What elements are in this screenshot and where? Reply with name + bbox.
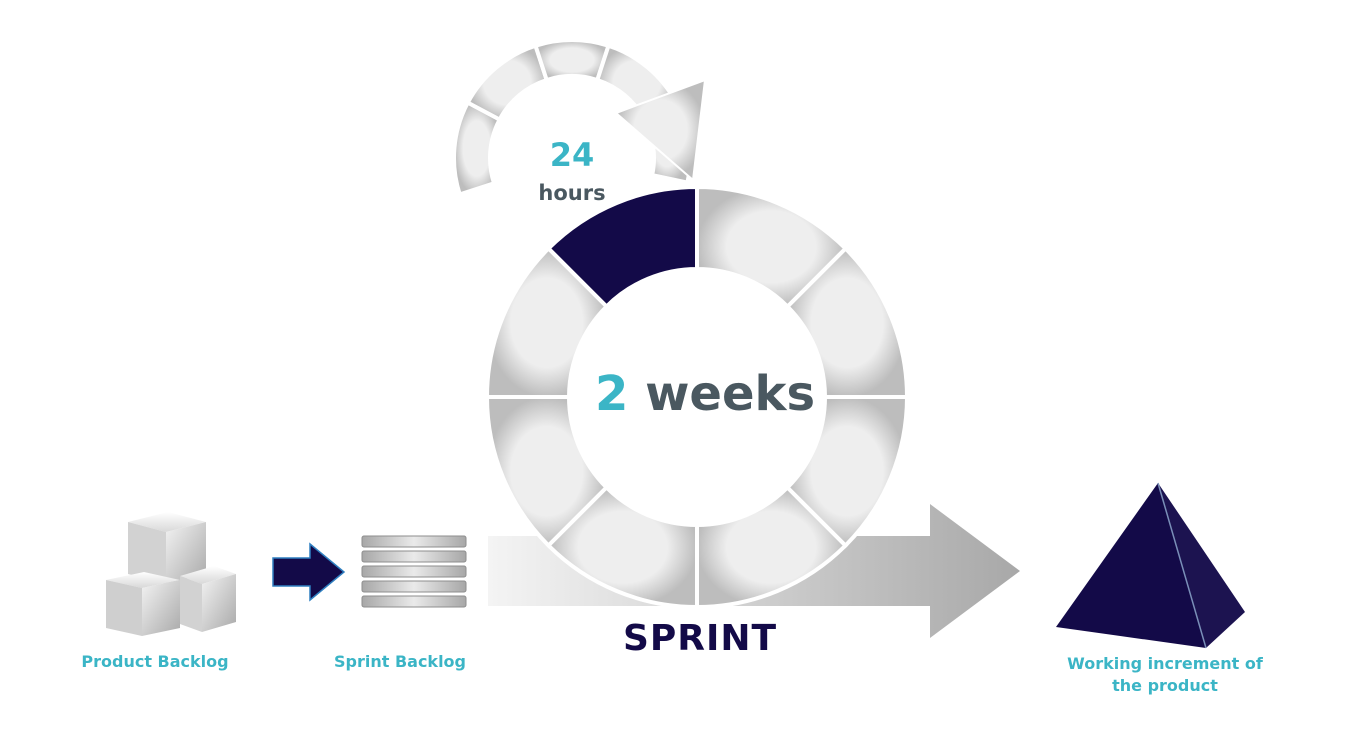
backlog-sheet [361, 565, 467, 578]
product-backlog-label: Product Backlog [81, 652, 229, 671]
backlog-sheet [361, 535, 467, 548]
daily-cycle-arrowhead [614, 78, 707, 182]
daily-cycle-unit: hours [538, 181, 606, 205]
daily-ring-segment [465, 43, 550, 123]
sprint-ring-segment [545, 484, 699, 610]
working-increment-label: Working increment of the product [1040, 653, 1290, 697]
sprint-duration-unit: weeks [645, 366, 816, 422]
backlog-sheet [361, 580, 467, 593]
sprint-duration-label: 2 weeks [560, 366, 850, 422]
daily-ring-segment [452, 99, 503, 197]
sprint-backlog-label: Sprint Backlog [333, 652, 466, 671]
sprint-backlog-stack-icon [361, 535, 467, 608]
backlog-sheet [361, 550, 467, 563]
sprint-cycle-ring [484, 184, 910, 610]
product-to-sprint-arrow [272, 542, 346, 602]
product-increment-pyramid-icon [1056, 482, 1245, 649]
sprint-duration-number: 2 [594, 366, 629, 422]
working-increment-line-1: Working increment of [1067, 654, 1263, 673]
daily-cycle-number: 24 [549, 136, 595, 174]
sprint-label: SPRINT [622, 618, 778, 659]
backlog-sheet [361, 595, 467, 608]
daily-ring-segment [533, 38, 611, 83]
product-backlog-cubes-icon [106, 512, 236, 636]
working-increment-line-2: the product [1112, 676, 1218, 695]
